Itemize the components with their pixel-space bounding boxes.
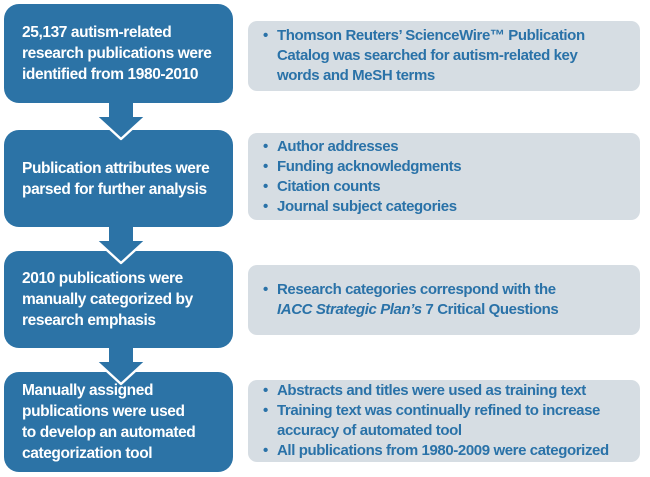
step-2-box: Publication attributes were parsed for f… [4,130,233,227]
bullet-marker: • [263,27,268,44]
step-1-bullet-list: • Thomson Reuters’ ScienceWire™ Publicat… [263,26,585,86]
step-4-bullet-list: • Abstracts and titles were used as trai… [263,381,609,461]
bullet-text: Research categories correspond with the … [277,280,559,320]
list-item: • Author addresses [263,137,461,157]
step-3-label: 2010 publications were manually categori… [22,270,193,329]
bullet-text: Thomson Reuters’ ScienceWire™ Publicatio… [277,27,585,84]
list-item: • Funding acknowledgments [263,157,462,177]
bullet-text-italic: IACC Strategic Plan’s [277,301,422,318]
bullet-marker: • [263,177,268,195]
list-item: • Research categories correspond with th… [263,280,559,320]
bullet-text-plain: 7 Critical Questions [421,301,559,318]
bullet-text: Training text was continually refined to… [277,402,600,439]
step-3-box: 2010 publications were manually categori… [4,251,233,348]
down-arrow-icon [95,346,147,386]
step-3-bullet-list: • Research categories correspond with th… [263,280,559,320]
bullet-text-plain: Research categories correspond with the [277,281,556,298]
bullet-marker: • [263,442,268,459]
step-2-details-panel: • Author addresses • Funding acknowledgm… [248,133,640,220]
list-item: • Abstracts and titles were used as trai… [263,381,609,401]
step-1-label: 25,137 autism-related research publicati… [22,24,212,83]
step-2-bullet-list: • Author addresses • Funding acknowledgm… [263,137,462,217]
step-4-details-panel: • Abstracts and titles were used as trai… [248,380,640,462]
bullet-text: Journal subject categories [277,197,457,215]
list-item: • Thomson Reuters’ ScienceWire™ Publicat… [263,26,585,86]
bullet-text: Author addresses [277,137,399,155]
bullet-marker: • [263,382,268,399]
step-4-label: Manually assigned publications were used… [22,382,196,462]
step-4-box: Manually assigned publications were used… [4,372,233,472]
down-arrow-icon [95,225,147,265]
bullet-text: Citation counts [277,177,381,195]
step-3-details-panel: • Research categories correspond with th… [248,265,640,335]
bullet-text: Funding acknowledgments [277,157,462,175]
list-item: • All publications from 1980-2009 were c… [263,441,609,461]
list-item: • Training text was continually refined … [263,401,609,441]
step-1-box: 25,137 autism-related research publicati… [4,4,233,103]
list-item: • Journal subject categories [263,197,461,217]
bullet-marker: • [263,281,268,298]
step-1-details-panel: • Thomson Reuters’ ScienceWire™ Publicat… [248,21,640,91]
bullet-marker: • [263,402,268,419]
bullet-text: Abstracts and titles were used as traini… [277,382,586,399]
bullet-marker: • [263,157,268,175]
list-item: • Citation counts [263,177,461,197]
bullet-text: All publications from 1980-2009 were cat… [277,442,609,459]
step-2-label: Publication attributes were parsed for f… [22,159,210,198]
bullet-marker: • [263,197,268,215]
bullet-marker: • [263,137,268,155]
down-arrow-icon [95,101,147,141]
